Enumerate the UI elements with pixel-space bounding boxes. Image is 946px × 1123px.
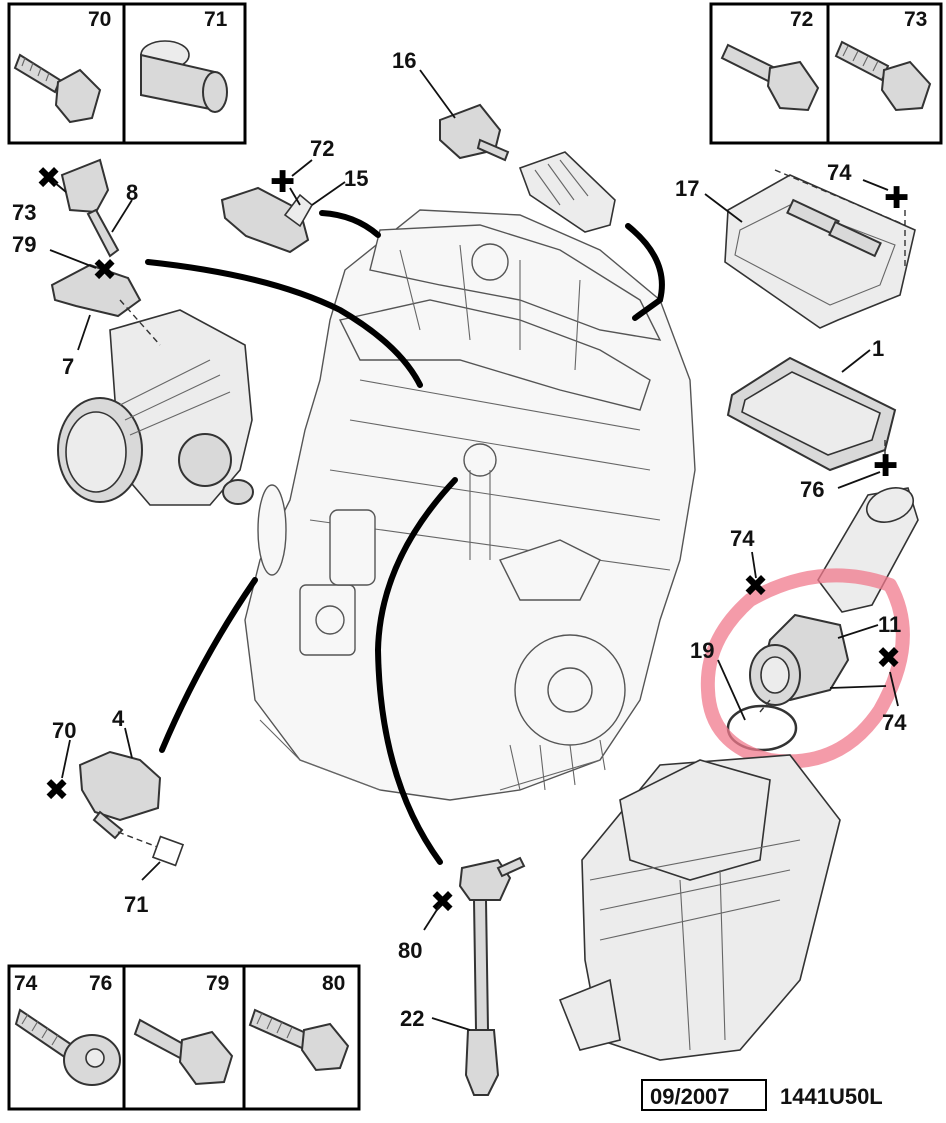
callout-79: 79 xyxy=(12,232,36,257)
air-filter-box xyxy=(558,754,841,1061)
fastener-cross-74-right: ✖ xyxy=(876,641,901,676)
throttle-body xyxy=(57,259,423,506)
callout-7: 7 xyxy=(62,354,74,379)
engine-assembly xyxy=(244,209,696,801)
callout-8: 8 xyxy=(126,180,138,205)
callout-74-left: 74 xyxy=(730,526,755,551)
part-4-sensor: 4 ✖ 70 71 xyxy=(44,577,258,917)
seal-ring-19 xyxy=(726,704,798,752)
callout-76: 76 xyxy=(800,477,824,502)
footer-date: 09/2007 xyxy=(650,1084,730,1109)
footer: 09/2007 1441U50L xyxy=(641,1079,883,1111)
box-label-76: 76 xyxy=(89,972,112,995)
box-label-73: 73 xyxy=(904,8,927,31)
box-label-74: 74 xyxy=(14,972,38,995)
fastener-cross-70: ✖ xyxy=(44,773,69,808)
callout-16: 16 xyxy=(392,48,416,73)
part-8-sensor: 8 ✖ 73 xyxy=(12,158,138,258)
callout-70: 70 xyxy=(52,718,76,743)
part-1-ecu: 1 ✚ 76 xyxy=(726,336,898,502)
part-7-bracket: ✖ 79 7 xyxy=(12,232,142,379)
fastener-cross-74-tray: ✚ xyxy=(884,181,909,216)
callout-72: 72 xyxy=(310,136,334,161)
box-label-79: 79 xyxy=(206,972,229,995)
callout-80: 80 xyxy=(398,938,422,963)
box-label-70: 70 xyxy=(88,8,111,31)
box-label-72: 72 xyxy=(790,8,813,31)
callout-11: 11 xyxy=(878,612,901,637)
fastener-box-top-right: 72 73 xyxy=(709,2,943,145)
callout-22: 22 xyxy=(400,1006,424,1031)
fastener-cross-79: ✖ xyxy=(92,253,117,288)
callout-71: 71 xyxy=(124,892,148,917)
callout-19: 19 xyxy=(690,638,714,663)
part-17-tray: 17 74 ✚ xyxy=(675,160,916,329)
callout-1: 1 xyxy=(872,336,884,361)
callout-15: 15 xyxy=(344,166,368,191)
callout-4: 4 xyxy=(112,706,125,731)
fastener-cross-76: ✚ xyxy=(873,449,898,484)
fastener-cross-72: ✚ xyxy=(270,165,295,200)
part-11-airflow-sensor: 11 19 ✖ 74 ✖ 74 xyxy=(690,487,919,769)
fastener-cross-73: ✖ xyxy=(36,161,61,196)
box-label-80: 80 xyxy=(322,972,345,995)
box-label-71: 71 xyxy=(204,8,228,31)
callout-73: 73 xyxy=(12,200,36,225)
callout-74-tray: 74 xyxy=(827,160,852,185)
part-22-sensor-rod: ✖ 80 22 xyxy=(374,477,526,1096)
highlight-circle xyxy=(700,568,910,769)
fastener-box-bottom-left: 74 76 79 80 xyxy=(7,964,361,1111)
footer-reference: 1441U50L xyxy=(780,1084,883,1109)
fastener-box-top-left: 70 71 xyxy=(7,2,247,145)
part-16-sensor: 16 xyxy=(392,48,665,321)
callout-74-right: 74 xyxy=(882,710,907,735)
part-15-sensor: ✚ 72 15 xyxy=(220,136,381,254)
callout-17: 17 xyxy=(675,176,699,201)
